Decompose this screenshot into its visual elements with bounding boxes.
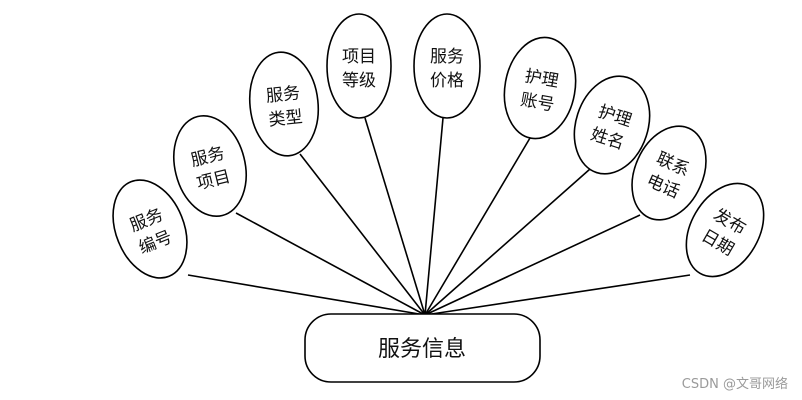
edge-contact-phone [424, 214, 641, 316]
attribute-ellipse [413, 13, 481, 119]
attribute-ellipse [685, 182, 765, 278]
edge-publish-date [424, 274, 691, 316]
connector-lines [187, 117, 691, 316]
attribute-ellipse [631, 125, 707, 221]
attribute-ellipse [503, 36, 577, 140]
attribute-ellipse [326, 13, 392, 119]
attribute-label-line: 等级 [342, 71, 376, 91]
entity-box [304, 313, 541, 383]
attribute-ellipse [173, 114, 247, 218]
attribute-label-line: 类型 [268, 107, 304, 130]
attribute-label-line: 价格 [430, 71, 464, 91]
edge-service-item [235, 212, 426, 316]
edge-service-id [187, 274, 426, 316]
attribute-label-line: 服务 [265, 83, 301, 106]
edge-item-level [364, 117, 426, 316]
attribute-ellipse [112, 179, 188, 279]
edge-nurse-account [424, 137, 531, 316]
edge-service-price [424, 117, 444, 316]
entity-label: 服务信息 [378, 337, 466, 362]
edge-service-type [299, 153, 426, 316]
attribute-ellipses: 服务编号服务项目服务类型项目等级服务价格护理账号护理姓名联系电话发布日期 [112, 13, 765, 279]
attribute-ellipse [573, 75, 651, 175]
attribute-label-line: 服务 [430, 47, 464, 67]
attribute-label-line: 项目 [342, 47, 376, 67]
attribute-ellipse [248, 51, 320, 157]
edge-nurse-name [424, 168, 591, 316]
watermark: CSDN @文哥网络 [681, 377, 788, 392]
entity-node: 服务信息 [304, 313, 541, 383]
